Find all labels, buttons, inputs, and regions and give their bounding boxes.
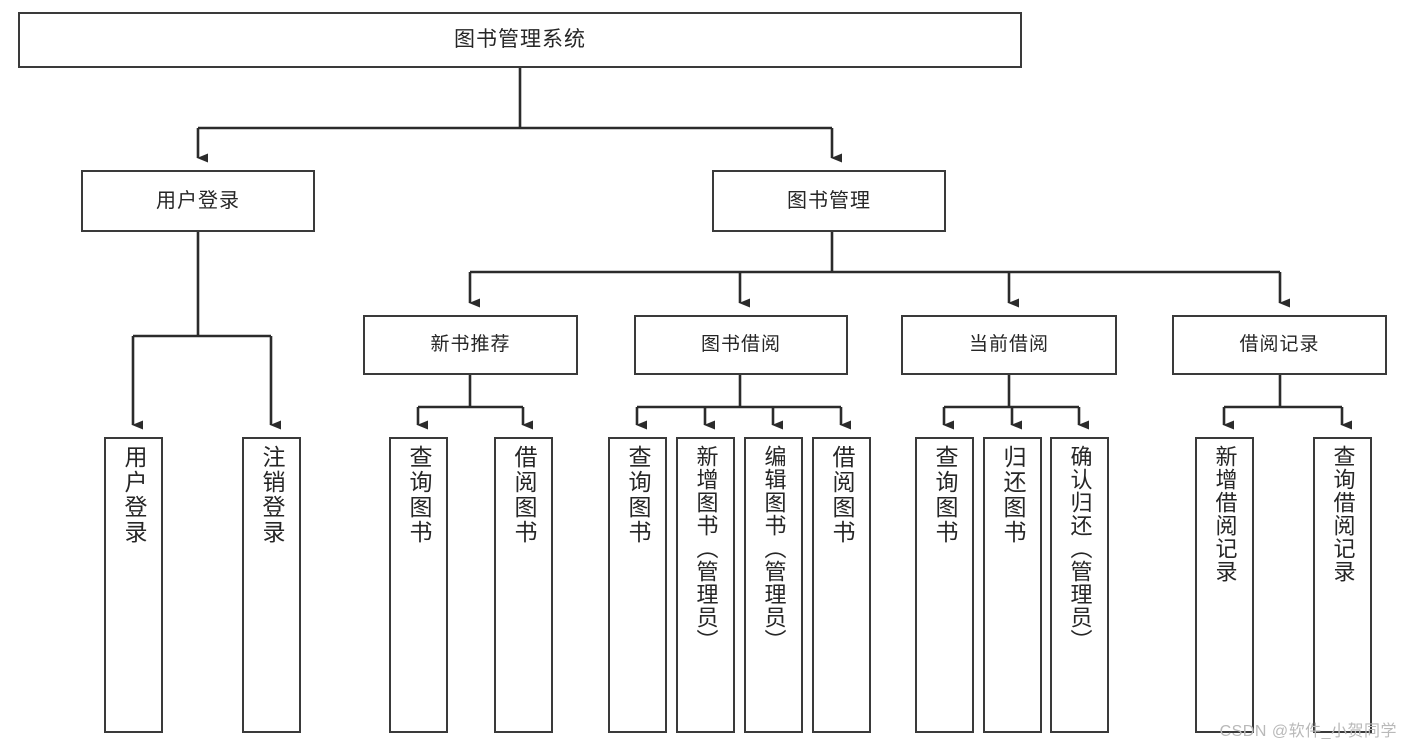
node-label: 新增借阅记录: [1212, 445, 1238, 583]
node-label: 借阅图书: [829, 445, 855, 545]
node-label: 图书管理系统: [454, 28, 586, 52]
node-label: 查询借阅记录: [1330, 445, 1356, 583]
node-label: 图书借阅: [700, 334, 781, 356]
node-label: 归还图书: [1000, 445, 1026, 545]
node-label: 新增图书（管理员）: [693, 445, 719, 652]
node-label: 借阅图书: [511, 445, 537, 545]
node-label: 查询图书: [932, 445, 958, 545]
node-label: 新书推荐: [430, 334, 511, 356]
node-label: 查询图书: [625, 445, 651, 545]
node-leaf-confirm-return-admin[interactable]: 确认归还（管理员）: [1050, 437, 1109, 733]
node-book-management[interactable]: 图书管理: [712, 170, 946, 232]
node-current-borrow[interactable]: 当前借阅: [901, 315, 1117, 375]
node-leaf-user-login[interactable]: 用户登录: [104, 437, 163, 733]
node-label: 用户登录: [156, 189, 240, 212]
node-label: 查询图书: [406, 445, 432, 545]
node-new-book-recommend[interactable]: 新书推荐: [363, 315, 578, 375]
node-label: 编辑图书（管理员）: [761, 445, 787, 652]
node-leaf-borrow-book[interactable]: 借阅图书: [812, 437, 871, 733]
node-leaf-return-book[interactable]: 归还图书: [983, 437, 1042, 733]
node-leaf-logout[interactable]: 注销登录: [242, 437, 301, 733]
node-leaf-query-book-current[interactable]: 查询图书: [915, 437, 974, 733]
node-leaf-borrow-book-recommend[interactable]: 借阅图书: [494, 437, 553, 733]
node-leaf-query-book-recommend[interactable]: 查询图书: [389, 437, 448, 733]
node-label: 用户登录: [121, 445, 147, 545]
node-leaf-edit-book-admin[interactable]: 编辑图书（管理员）: [744, 437, 803, 733]
node-leaf-query-book-borrow[interactable]: 查询图书: [608, 437, 667, 733]
node-root-book-management-system[interactable]: 图书管理系统: [18, 12, 1022, 68]
node-leaf-add-book-admin[interactable]: 新增图书（管理员）: [676, 437, 735, 733]
node-label: 当前借阅: [968, 334, 1049, 356]
node-leaf-query-borrow-record[interactable]: 查询借阅记录: [1313, 437, 1372, 733]
node-leaf-add-borrow-record[interactable]: 新增借阅记录: [1195, 437, 1254, 733]
node-label: 注销登录: [259, 445, 285, 545]
node-label: 借阅记录: [1239, 334, 1320, 356]
node-label: 确认归还（管理员）: [1067, 445, 1093, 652]
node-label: 图书管理: [787, 189, 871, 212]
node-book-borrow[interactable]: 图书借阅: [634, 315, 848, 375]
node-borrow-record[interactable]: 借阅记录: [1172, 315, 1387, 375]
node-user-login[interactable]: 用户登录: [81, 170, 315, 232]
